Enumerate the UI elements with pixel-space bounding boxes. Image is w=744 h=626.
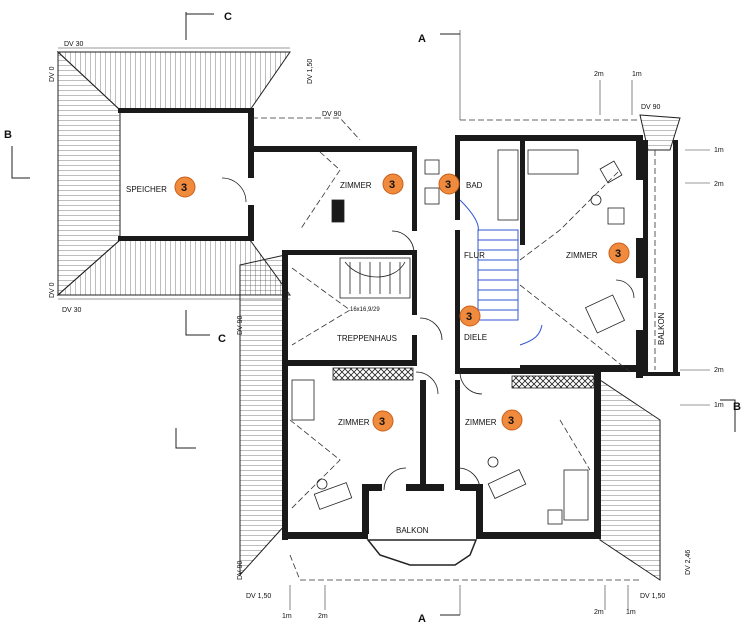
svg-text:3: 3 [508,415,514,427]
roof-southeast [599,379,661,581]
label-treppenhaus: TREPPENHAUS [337,334,397,343]
bathtub-bad [497,149,519,221]
dim-dv30-bottom: DV 30 [62,307,82,314]
badge-zimmer-sw: 3 [372,410,394,432]
lintel-sw [332,367,414,381]
chimney [331,199,345,223]
section-labels: C A B C B A [4,11,741,625]
stool-east [590,194,602,206]
sink-bad [424,159,440,175]
room-labels: SPEICHER ZIMMER BAD FLUR ZIMMER TREPPENH… [126,181,666,535]
section-c-top: C [224,11,232,23]
fixtures [291,149,626,525]
doors [221,177,635,491]
dim-dv150-bottom: DV 1,50 [246,593,271,600]
dim-dv150-top: DV 1,50 [307,59,314,84]
badge-diele: 3 [459,305,481,327]
dim-1m-top: 1m [632,71,642,78]
dim-1m-right-2: 1m [714,402,724,409]
dim-dv90-left-low: DV 90 [237,560,244,580]
svg-text:3: 3 [466,311,472,323]
dim-2m-right-1: 2m [714,181,724,188]
svg-text:3: 3 [445,179,451,191]
label-bad: BAD [466,181,483,190]
badge-zimmer-east: 3 [608,242,630,264]
label-zimmer-se: ZIMMER [465,418,497,427]
svg-text:3: 3 [379,416,385,428]
dimension-labels: DV 30 DV 0 DV 1,50 DV 0 DV 30 DV 90 DV 9… [49,41,724,620]
label-zimmer-sw: ZIMMER [338,418,370,427]
dim-dv90-right: DV 90 [641,104,661,111]
dim-2m-right-2: 2m [714,367,724,374]
dim-2m-bottom-left: 2m [318,613,328,620]
roof-southwest [239,254,286,577]
toilet-bad [424,187,440,205]
label-zimmer-north: ZIMMER [340,181,372,190]
dim-1m-bottom-left: 1m [282,613,292,620]
flur-stairs [459,199,543,346]
dim-dv90-left: DV 90 [237,315,244,335]
chair-east-2 [607,207,625,225]
section-b-left: B [4,129,12,141]
svg-text:3: 3 [181,182,187,194]
treppenhaus-stairs [339,257,411,299]
label-speicher: SPEICHER [126,185,167,194]
section-c-mid: C [218,333,226,345]
bathtub-sw [291,379,315,421]
badge-zimmer-se: 3 [501,409,523,431]
dim-dv90-mid: DV 90 [322,111,342,118]
shower-bad [527,149,579,175]
label-balkon-south: BALKON [396,526,429,535]
dim-dv0-left-bottom: DV 0 [49,282,56,298]
dim-dv246: DV 2,46 [685,550,692,575]
section-a-top: A [418,33,426,45]
label-zimmer-east: ZIMMER [566,251,598,260]
roof-northeast [639,114,681,151]
label-flur: FLUR [464,251,485,260]
dim-1m-right-1: 1m [714,147,724,154]
badge-zimmer-north: 3 [382,173,404,195]
desk-se [487,469,527,499]
dim-dv0-left-top: DV 0 [49,66,56,82]
dimension-lines [58,30,710,615]
svg-text:3: 3 [389,179,395,191]
stool-sw [316,478,328,490]
label-balkon-east: BALKON [657,312,666,345]
bathtub-se [563,469,589,521]
balkon-south-outline [366,539,478,566]
stair-note: 16x16,9/29 [350,307,380,313]
desk-sw [313,482,353,510]
badge-bad: 3 [438,173,460,195]
section-arrows [11,12,736,616]
stool-se [487,456,499,468]
roof-areas [56,50,681,581]
desk-east [584,294,626,334]
section-b-right: B [733,401,741,413]
lintel-se [511,375,595,389]
label-diele: DIELE [464,333,487,342]
chair-east-1 [599,160,623,184]
sink-se [547,509,563,525]
dim-dv30-top: DV 30 [64,41,84,48]
svg-text:3: 3 [615,248,621,260]
dim-2m-bottom-right: 2m [594,609,604,616]
dim-2m-top: 2m [594,71,604,78]
walls [118,108,680,540]
dim-dv150-bottom-right: DV 1,50 [640,593,665,600]
dim-1m-bottom-right: 1m [626,609,636,616]
section-a-bottom: A [418,613,426,625]
badge-speicher: 3 [174,176,196,198]
slope-lines [252,117,656,581]
room-badges: 3 3 3 3 3 3 3 [174,173,630,432]
